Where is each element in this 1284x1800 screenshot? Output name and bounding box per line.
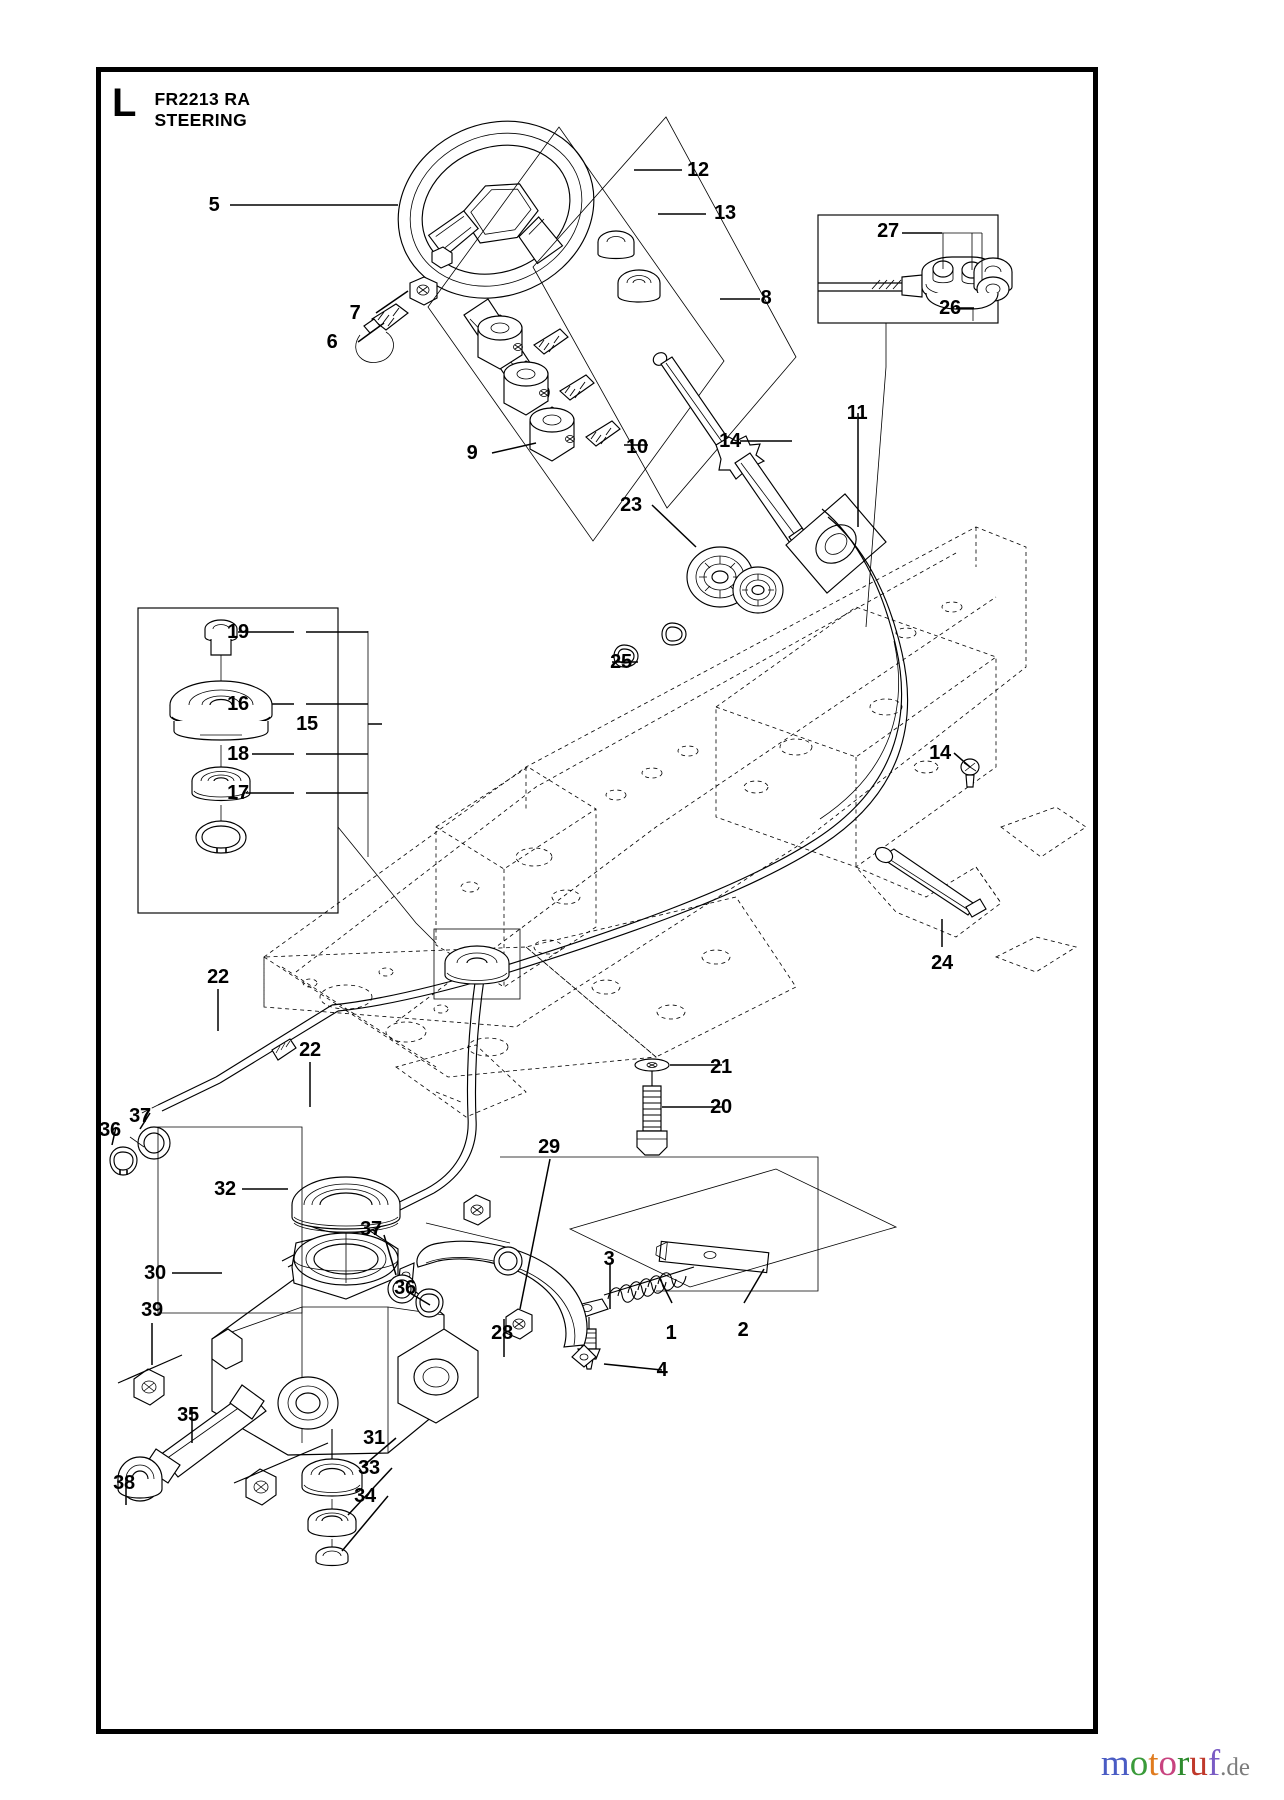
rings-left [109, 1126, 303, 1314]
section-name: STEERING [154, 110, 248, 131]
callout-20: 20 [710, 1096, 732, 1118]
callout-39: 39 [141, 1299, 163, 1321]
callout-27: 27 [877, 220, 899, 242]
site-watermark: motoruf.de [1101, 1745, 1250, 1782]
callout-4: 4 [656, 1359, 668, 1381]
callout-10: 10 [626, 436, 648, 458]
watermark-letter-u: u [1189, 1743, 1208, 1784]
callout-15: 15 [296, 713, 318, 735]
callout-30: 30 [144, 1262, 166, 1284]
linkage-group [568, 1168, 898, 1370]
callout-33: 33 [358, 1457, 380, 1479]
tie-rod-24 [874, 846, 987, 918]
model-name: FR2213 RA [154, 89, 251, 109]
watermark-letter-m: m [1100, 1743, 1130, 1784]
callout-8: 8 [760, 287, 772, 309]
callout-3: 3 [603, 1248, 615, 1270]
chassis-pulley [433, 928, 521, 1000]
watermark-letter-o2: o [1158, 1743, 1177, 1784]
watermark-letter-r: r [1176, 1743, 1190, 1784]
callout-1: 1 [665, 1322, 677, 1344]
callout-11: 11 [846, 402, 868, 424]
title-text: FR2213 RA STEERING [154, 85, 250, 132]
callout-29: 29 [538, 1136, 560, 1158]
callout-9: 9 [466, 442, 478, 464]
cable-clamp-inset [817, 214, 1013, 324]
watermark-letter-f: f [1207, 1743, 1221, 1784]
callout-7: 7 [349, 302, 361, 324]
callout-24: 24 [931, 952, 953, 974]
callout-36-right: 36 [394, 1277, 416, 1299]
watermark-letter-t: t [1148, 1743, 1159, 1784]
bolt-washer-group [634, 1058, 670, 1156]
title-block: L FR2213 RA STEERING [112, 81, 250, 132]
rings-right [387, 1222, 523, 1318]
pulley-kit-inset [137, 607, 437, 944]
callout-28: 28 [491, 1322, 513, 1344]
callout-16: 16 [227, 693, 249, 715]
callout-19: 19 [227, 621, 249, 643]
set-screw-6 [363, 303, 409, 334]
callout-5: 5 [208, 194, 220, 216]
callout-22-lower: 22 [299, 1039, 321, 1061]
watermark-tld: .de [1220, 1754, 1250, 1781]
callout-37-left: 37 [129, 1105, 151, 1127]
chassis-phantom [262, 526, 1087, 1118]
callout-2: 2 [737, 1319, 749, 1341]
callout-25: 25 [610, 651, 632, 673]
callout-13: 13 [714, 202, 736, 224]
callout-22-upper: 22 [207, 966, 229, 988]
callout-12: 12 [687, 159, 709, 181]
lock-nut-7 [409, 276, 438, 306]
callout-34: 34 [354, 1485, 376, 1507]
bracket-plate-11 [785, 493, 887, 594]
callout-14-right: 14 [929, 742, 951, 764]
callout-14-left: 14 [719, 430, 741, 452]
cable-pulleys-23 [686, 546, 784, 614]
callout-36-left: 36 [99, 1119, 121, 1141]
coupling-group [427, 126, 725, 542]
ball-stud-right-14 [960, 758, 980, 788]
callout-32: 32 [214, 1178, 236, 1200]
callout-31: 31 [363, 1427, 385, 1449]
callout-26: 26 [939, 297, 961, 319]
gearbox-assembly [117, 1176, 479, 1567]
exploded-parts-drawing: .ln { fill:none; stroke:#000; stroke-wid… [109, 116, 1087, 1567]
callout-37-right: 37 [360, 1218, 382, 1240]
callout-38: 38 [113, 1472, 135, 1494]
callout-18: 18 [227, 743, 249, 765]
callout-6: 6 [326, 331, 338, 353]
callout-23: 23 [620, 494, 642, 516]
leader-lines [111, 169, 974, 1552]
callout-17: 17 [227, 782, 249, 804]
watermark-letter-o1: o [1129, 1743, 1149, 1784]
callout-35: 35 [177, 1404, 199, 1426]
callout-21: 21 [710, 1056, 732, 1078]
page-letter: L [112, 81, 137, 125]
